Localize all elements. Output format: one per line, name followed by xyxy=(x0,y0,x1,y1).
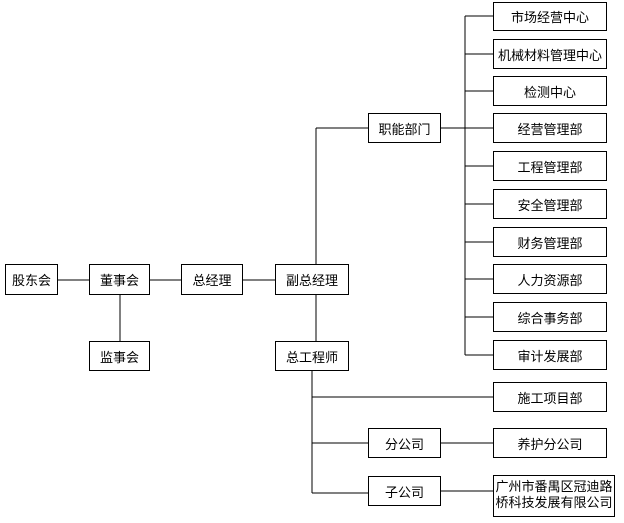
dept-7: 财务管理部 xyxy=(493,227,607,257)
subsidiary-company-line2: 桥科技发展有限公司 xyxy=(495,496,613,511)
dept-8: 人力资源部 xyxy=(493,264,607,294)
dept-1: 市场经营中心 xyxy=(493,2,607,31)
node-shareholders: 股东会 xyxy=(5,264,58,295)
node-construction-project: 施工项目部 xyxy=(493,382,607,412)
node-board: 董事会 xyxy=(89,264,150,295)
dept-10: 审计发展部 xyxy=(493,340,607,370)
node-chief-engineer: 总工程师 xyxy=(275,341,349,371)
subsidiary-company-line1: 广州市番禺区冠迪路 xyxy=(495,480,613,495)
node-maintenance-branch: 养护分公司 xyxy=(493,428,607,458)
node-supervisors: 监事会 xyxy=(89,341,150,371)
node-functional-depts: 职能部门 xyxy=(368,113,441,143)
node-subsidiary-company: 广州市番禺区冠迪路 桥科技发展有限公司 xyxy=(493,475,615,517)
dept-2: 机械材料管理中心 xyxy=(493,39,607,69)
dept-4: 经营管理部 xyxy=(493,113,607,143)
dept-5: 工程管理部 xyxy=(493,151,607,181)
node-subsidiary: 子公司 xyxy=(368,476,441,506)
dept-9: 综合事务部 xyxy=(493,302,607,332)
dept-6: 安全管理部 xyxy=(493,189,607,219)
node-gm: 总经理 xyxy=(181,264,243,295)
node-deputy-gm: 副总经理 xyxy=(275,264,349,295)
dept-3: 检测中心 xyxy=(493,76,607,106)
node-branch: 分公司 xyxy=(368,428,441,458)
